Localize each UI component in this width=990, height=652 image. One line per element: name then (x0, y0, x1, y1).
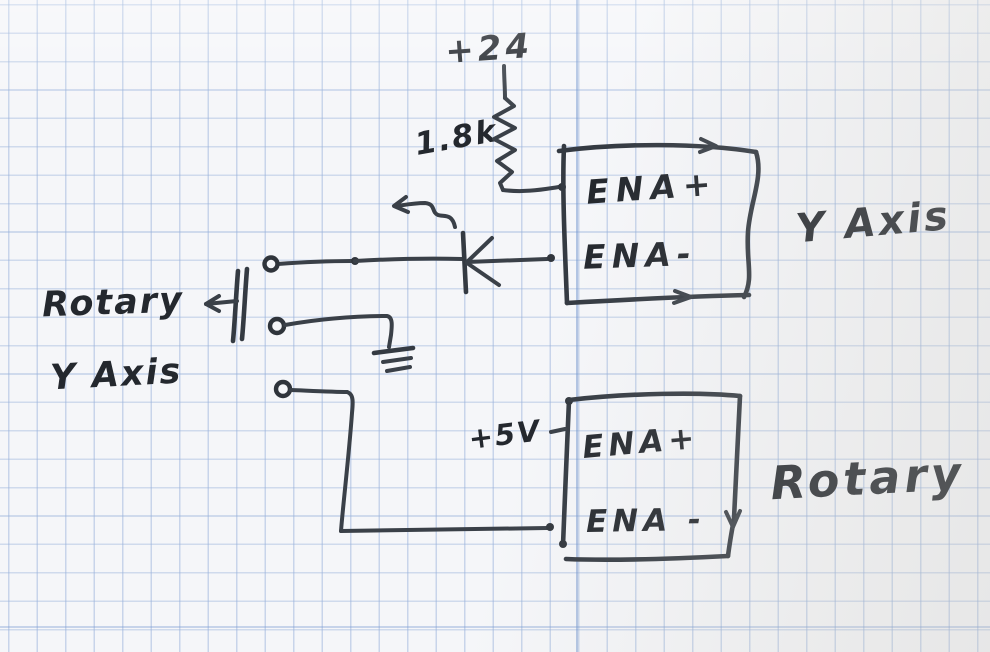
flow-arrow-icon (672, 289, 693, 305)
pin-label-ena-plus: ENA+ (585, 164, 719, 212)
switch-contact-icon (267, 316, 287, 336)
y-axis-driver-title: Y Axis (794, 193, 953, 252)
resistor-icon (492, 96, 517, 192)
wire-contact3-vertical (339, 390, 355, 533)
rotary-driver-title: Rotary (769, 446, 966, 510)
flow-arrow-icon (698, 137, 718, 154)
wire-resistor-to-ena-plus (501, 185, 561, 194)
wire-contact3-horizontal (289, 388, 349, 394)
diode-branch (276, 195, 555, 295)
box-edge-right (741, 149, 761, 300)
box-edge-top (556, 142, 759, 155)
junction-dot-icon (546, 523, 554, 531)
wire-contact2-to-ground (283, 314, 394, 349)
ground-bar-3 (385, 365, 412, 373)
ground-bar-1 (371, 345, 416, 356)
ground-bar-2 (381, 356, 413, 364)
power-rail-24v: +24 (444, 26, 534, 100)
wiper-pointer-line (204, 299, 239, 306)
rotary-supply-label: +5V (467, 413, 544, 456)
pin-label-ena-plus: ENA+ (581, 420, 701, 466)
grid-strong-horizontal-line (0, 626, 990, 628)
rotary-enable-branch (289, 388, 554, 533)
power-rail-wire (502, 64, 507, 100)
rotary-selector-switch (204, 255, 293, 399)
supply-connection-dash (549, 427, 567, 434)
ground-branch (283, 314, 416, 373)
box-edge-left (561, 143, 570, 306)
wire-junction-to-diode (353, 256, 464, 263)
flow-arrow-icon (724, 509, 742, 529)
rotary-driver-box: +5V ENA+ ENA - (467, 391, 743, 563)
wiper-bar-2 (239, 266, 250, 342)
grid-strong-vertical-line (576, 0, 578, 652)
diode-icon (460, 230, 501, 295)
wire-contact1-to-junction (276, 259, 354, 266)
junction-dot-icon (559, 540, 567, 548)
diode-cathode-bar (460, 230, 469, 295)
flow-arrow-icon (204, 294, 221, 313)
switch-contact-icon (273, 379, 293, 399)
junction-dot-icon (547, 254, 555, 262)
box-edge-bottom (563, 553, 731, 563)
switch-contact-icon (262, 255, 280, 273)
box-edge-top (566, 391, 743, 403)
wire-diode-to-ena-minus (465, 257, 549, 264)
flow-arrow-icon (392, 195, 410, 214)
resistor: 1.8k (412, 96, 566, 194)
resistor-label: 1.8k (412, 113, 501, 163)
ground-icon (371, 345, 416, 373)
flow-arrow-curve (395, 201, 457, 229)
switch-label-line1: Rotary (41, 280, 184, 325)
y-axis-driver-box: ENA+ ENA- (556, 137, 761, 306)
pin-label-ena-minus: ENA - (586, 502, 706, 540)
flow-direction-arrow (392, 195, 457, 229)
wire-to-rotary-ena-minus (339, 526, 549, 533)
switch-label-line2: Y Axis (49, 352, 183, 399)
box-edge-left (560, 397, 572, 548)
wiper-bar-1 (230, 268, 241, 344)
power-rail-label: +24 (444, 26, 534, 72)
diode-triangle-leg-bottom (465, 261, 501, 287)
box-edge-right (725, 393, 743, 559)
box-edge-bottom (564, 292, 752, 306)
diode-triangle-leg-top (465, 236, 494, 264)
pin-label-ena-minus: ENA- (582, 234, 697, 277)
